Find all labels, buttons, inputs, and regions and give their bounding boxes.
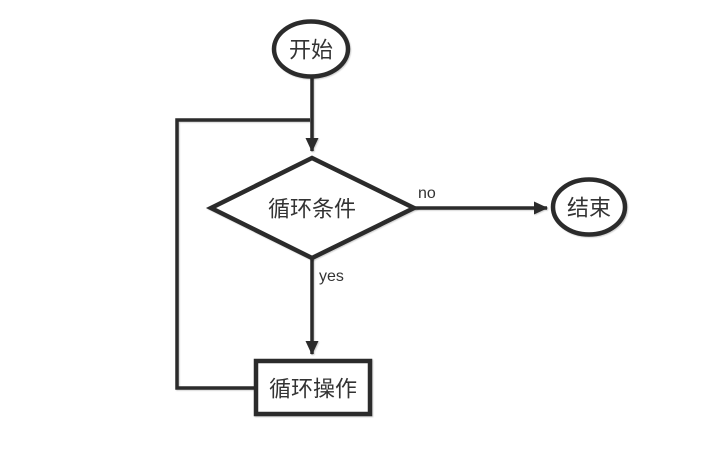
end-ellipse-shape bbox=[550, 177, 628, 237]
node-end-label: 结束 bbox=[567, 196, 611, 221]
edge-label-no: no bbox=[418, 185, 436, 202]
start-ellipse-shape bbox=[271, 19, 351, 79]
node-loop-condition: 循环条件 bbox=[205, 155, 420, 261]
edge-label-yes: yes bbox=[319, 268, 344, 285]
node-loop-operation: 循环操作 bbox=[253, 358, 373, 417]
operation-rect-shape bbox=[253, 358, 373, 417]
condition-diamond-shape bbox=[205, 155, 420, 261]
nodes-layer: 开始 循环条件 结束 循环操作 bbox=[205, 19, 628, 417]
node-start: 开始 bbox=[271, 19, 351, 79]
node-end: 结束 bbox=[550, 177, 628, 237]
node-loop-operation-label: 循环操作 bbox=[269, 377, 357, 402]
node-start-label: 开始 bbox=[289, 38, 333, 63]
edge-operation-loop-back bbox=[175, 118, 310, 390]
node-loop-condition-label: 循环条件 bbox=[268, 197, 356, 222]
edges-layer: no yes bbox=[175, 77, 548, 390]
